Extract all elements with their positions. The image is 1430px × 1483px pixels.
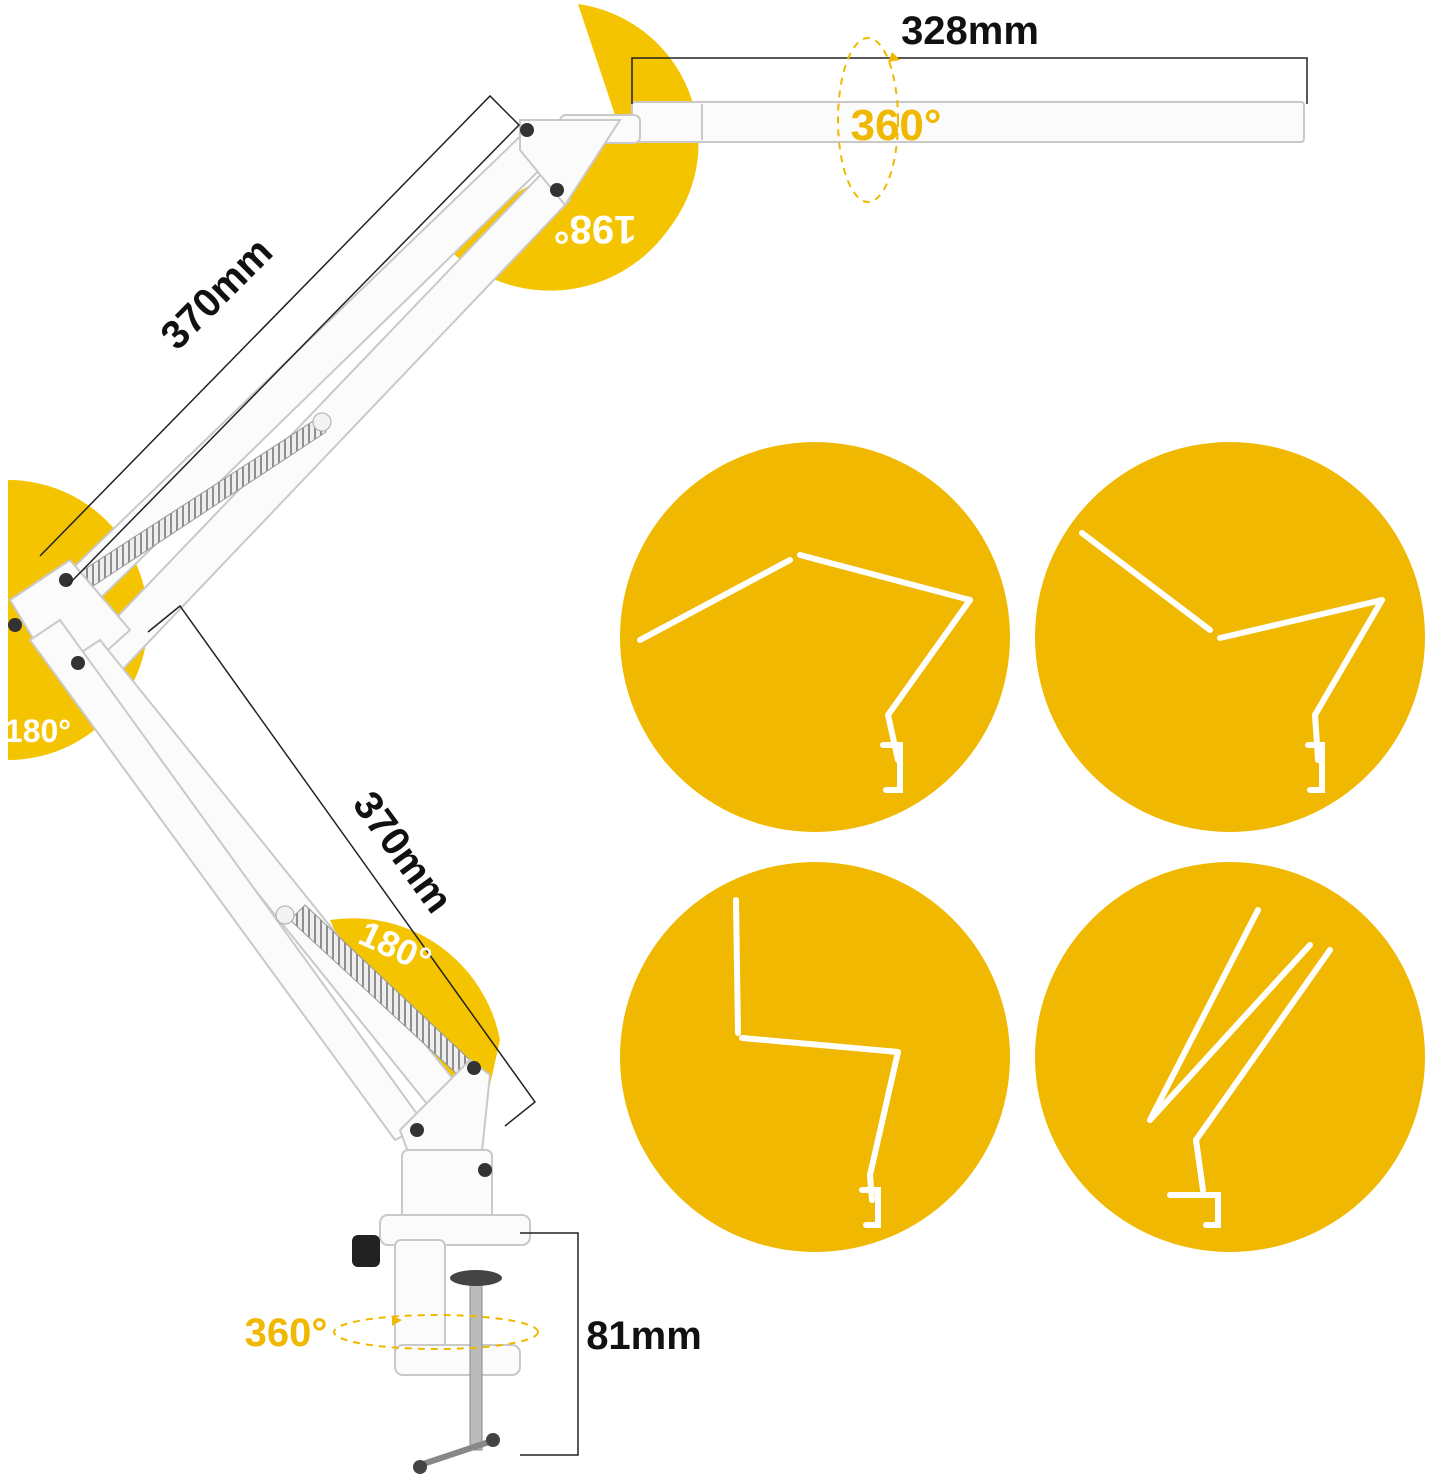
head-length-label: 328mm — [901, 9, 1039, 53]
pivot-rivets — [8, 123, 564, 1177]
lamp-raised-pose-icon — [1079, 530, 1385, 793]
head-tilt-label: 198° — [554, 207, 637, 251]
lamp-extended-pose-icon — [637, 552, 973, 793]
position-examples — [620, 442, 1425, 1252]
lower-arm-length-label: 370mm — [344, 784, 461, 921]
upper-arm-bracket — [39, 94, 521, 586]
position-example-4 — [1035, 862, 1425, 1252]
lamp-head-bar — [631, 101, 1305, 143]
head-rotation-label: 360° — [850, 101, 941, 150]
clamp-rotation-ellipse — [333, 1314, 539, 1350]
clamp-pad — [450, 1270, 502, 1286]
clamp-rotation-label: 360° — [245, 1311, 328, 1355]
clamp-height-label: 81mm — [586, 1314, 702, 1358]
clamp-screw — [469, 1279, 483, 1451]
lamp-upright-pose-icon — [733, 897, 901, 1228]
position-example-2 — [1035, 442, 1425, 832]
clamp-rotation-arrow-icon — [392, 1316, 402, 1326]
position-example-3 — [620, 862, 1010, 1252]
rotation-indicators — [333, 37, 899, 1350]
lamp-folded-pose-icon — [1147, 907, 1333, 1228]
elbow-angle-label: 180° — [5, 713, 71, 749]
clamp — [352, 1149, 531, 1474]
head-rotation-arrow-icon — [888, 52, 900, 62]
head-rotation-ellipse — [837, 37, 899, 203]
position-example-1 — [620, 442, 1010, 832]
clamp-knob — [352, 1235, 380, 1267]
dimension-lines — [39, 57, 1308, 1456]
head-length-bracket — [631, 57, 1308, 104]
upper-arm-length-label: 370mm — [153, 230, 282, 359]
lower-arm-bracket — [147, 604, 537, 1127]
upper-arm — [48, 119, 622, 672]
clamp-height-bracket — [520, 1232, 579, 1456]
lower-arm — [28, 618, 492, 1187]
